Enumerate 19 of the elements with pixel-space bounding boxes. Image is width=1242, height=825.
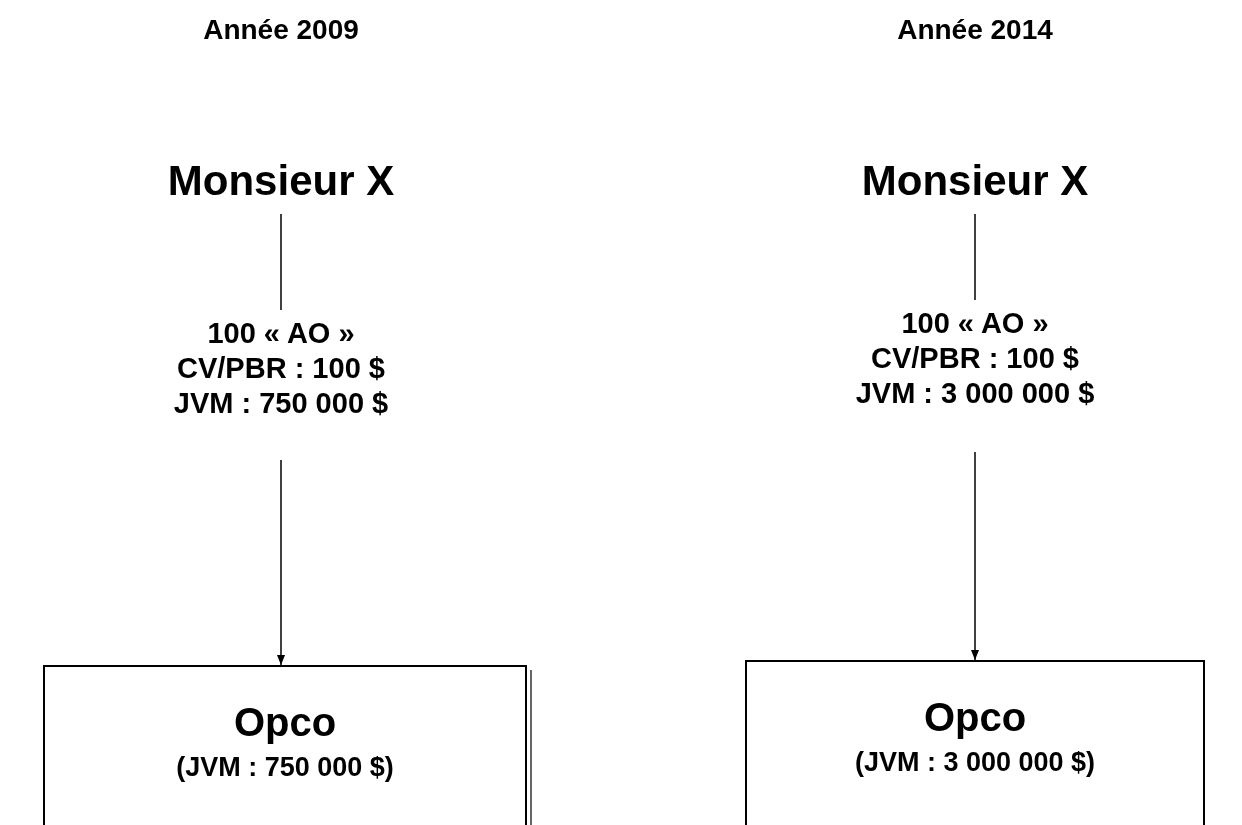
- share-count: 100 « AO »: [206, 316, 356, 351]
- fair-market-value: JVM : 750 000 $: [172, 386, 390, 421]
- arrow: [276, 459, 286, 666]
- year-heading: Année 2009: [203, 14, 359, 46]
- cost-value: CV/PBR : 100 $: [870, 341, 1080, 376]
- person-name: Monsieur X: [166, 156, 396, 206]
- year-heading: Année 2014: [897, 14, 1053, 46]
- cost-value: CV/PBR : 100 $: [176, 351, 386, 386]
- company-name: Opco: [922, 694, 1028, 741]
- company-box: [745, 660, 1205, 825]
- connector-line: [974, 213, 976, 301]
- share-count: 100 « AO »: [900, 306, 1050, 341]
- person-name: Monsieur X: [860, 156, 1090, 206]
- company-value: (JVM : 3 000 000 $): [853, 746, 1097, 779]
- arrow: [970, 451, 980, 661]
- company-value: (JVM : 750 000 $): [175, 751, 395, 784]
- company-name: Opco: [232, 699, 338, 746]
- fair-market-value: JVM : 3 000 000 $: [854, 376, 1096, 411]
- connector-line: [280, 213, 282, 311]
